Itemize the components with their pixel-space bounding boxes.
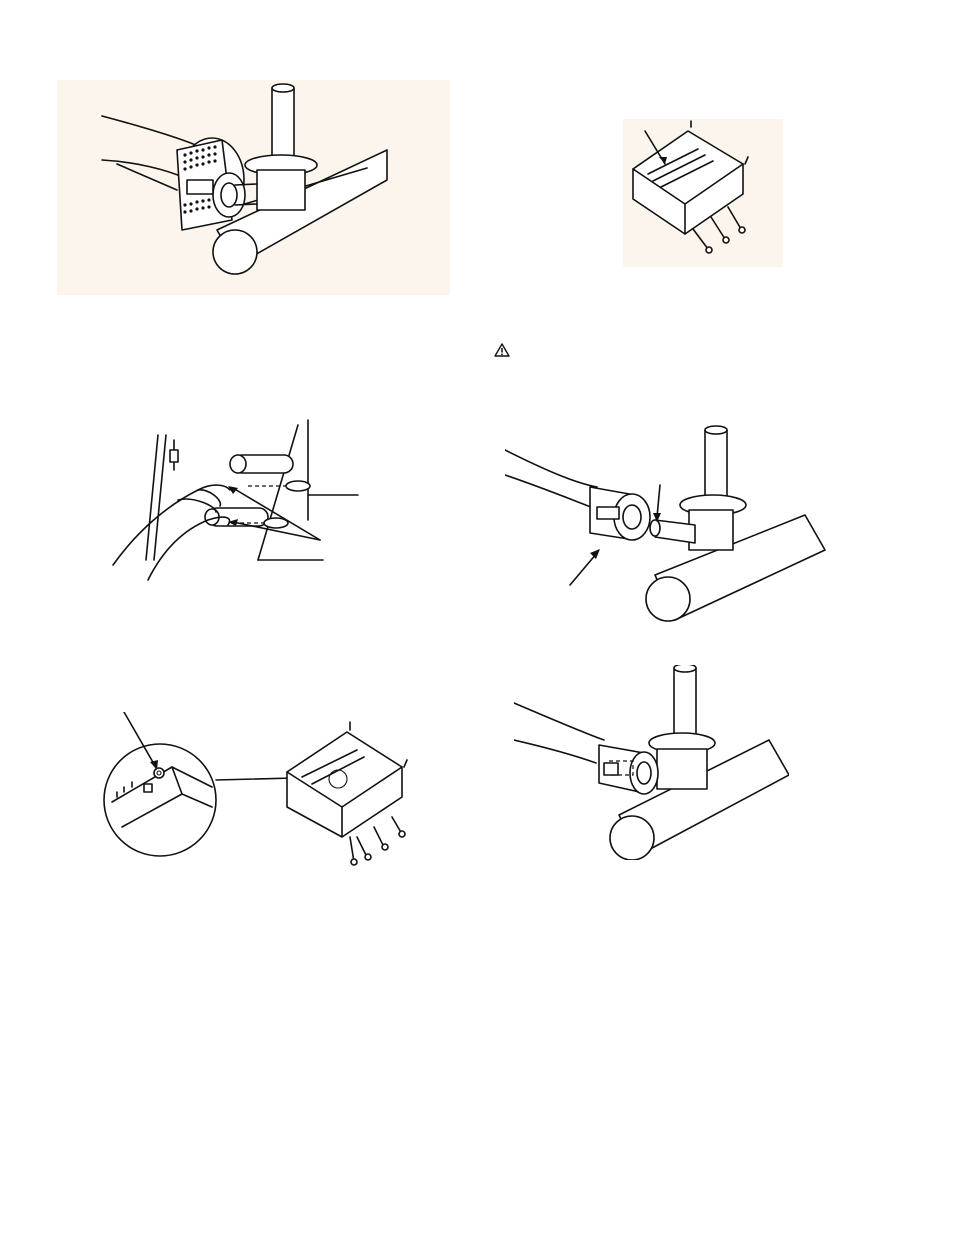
warning-triangle-icon	[494, 343, 510, 357]
burner-tube-valve-figure	[505, 425, 830, 623]
hand-removing-burners-figure	[108, 410, 363, 590]
burner-tube-installed-figure	[514, 665, 789, 860]
firebox-detail-circle-figure	[102, 712, 417, 872]
burner-venturi-hand-figure	[57, 80, 450, 295]
firebox-tray-arrow-figure	[623, 119, 783, 267]
